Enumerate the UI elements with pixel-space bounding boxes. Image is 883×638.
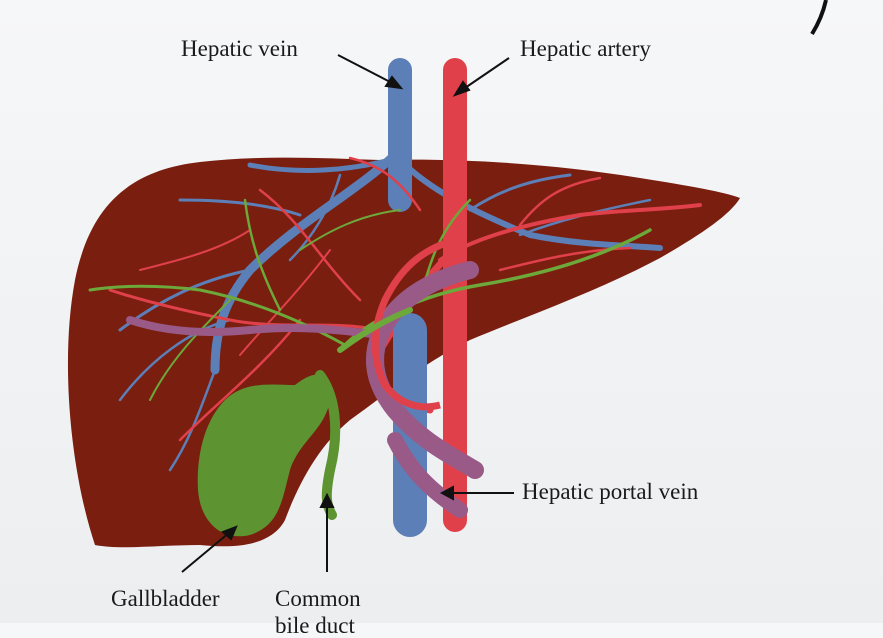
liver-illustration xyxy=(67,0,828,573)
leader-lines xyxy=(181,54,514,573)
bile-duct-junction xyxy=(337,307,413,353)
label-gallbladder: Gallbladder xyxy=(111,586,220,611)
gallbladder xyxy=(197,374,331,537)
label-hepatic-vein: Hepatic vein xyxy=(181,36,298,61)
cropped-stroke xyxy=(810,0,828,36)
hepatic-artery-loop xyxy=(371,236,456,411)
label-hepatic-artery: Hepatic artery xyxy=(520,36,651,61)
liver-diagram: Hepatic vein Hepatic artery Hepatic port… xyxy=(67,0,828,637)
label-hepatic-portal-vein: Hepatic portal vein xyxy=(522,479,699,504)
label-common: Common xyxy=(275,586,361,611)
label-common-second-line: bile duct xyxy=(275,613,355,638)
